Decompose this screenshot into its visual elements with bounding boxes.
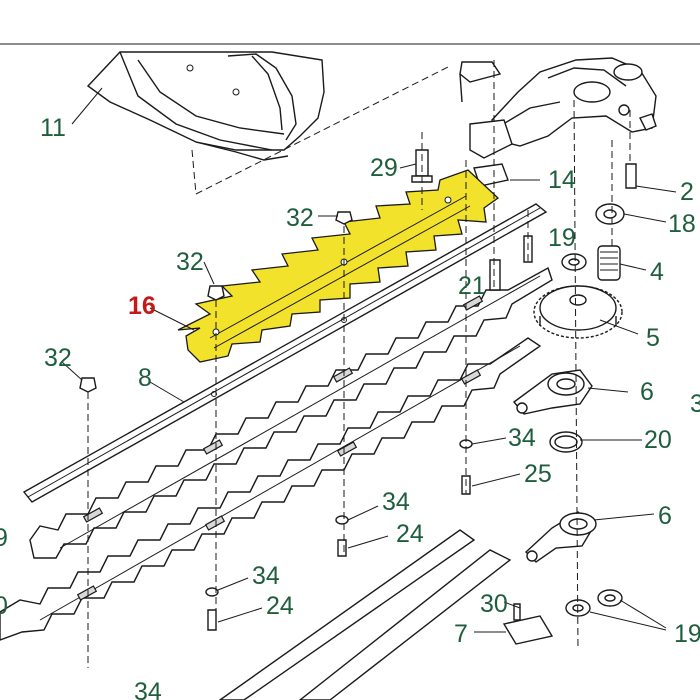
callout-25: 25 — [524, 460, 552, 488]
callout-24-b: 24 — [266, 592, 294, 620]
washer-ring — [549, 431, 583, 453]
handle-guard-housing — [86, 51, 325, 161]
pinion-gear — [597, 245, 621, 281]
callout-8: 8 — [138, 364, 152, 392]
callout-3: 3 — [690, 390, 700, 418]
alignment-lines — [87, 60, 631, 668]
callout-4: 4 — [650, 258, 664, 286]
callout-11: 11 — [40, 114, 66, 142]
callout-19-a: 19 — [548, 224, 576, 252]
callout-24-a: 24 — [396, 520, 424, 548]
callout-19-b: 19 — [674, 620, 700, 648]
callout-32-c: 32 — [44, 344, 72, 372]
callout-32-b: 32 — [176, 248, 204, 276]
callout-9: 9 — [0, 524, 8, 552]
callout-6-a: 6 — [640, 378, 654, 406]
callout-10: 0 — [0, 592, 8, 620]
callout-6-b: 6 — [658, 502, 672, 530]
crank-arm-upper — [512, 369, 593, 415]
bearing-upper — [595, 203, 625, 225]
callout-2: 2 — [680, 178, 694, 206]
callout-30: 30 — [480, 590, 508, 618]
bearing-small — [561, 253, 587, 271]
grease-plate — [502, 615, 554, 645]
fasteners — [79, 149, 637, 631]
callout-34-c: 34 — [252, 562, 280, 590]
callout-29: 29 — [370, 154, 398, 182]
middle-blade — [29, 266, 553, 559]
callout-5: 5 — [646, 324, 660, 352]
callout-14: 14 — [548, 166, 576, 194]
callout-7: 7 — [454, 620, 468, 648]
leader-lines — [61, 87, 677, 633]
callout-32-a: 32 — [286, 204, 314, 232]
callout-18: 18 — [668, 210, 696, 238]
lower-blade — [0, 337, 542, 641]
callout-21: 21 — [458, 272, 486, 300]
callout-34-d: 34 — [134, 678, 162, 700]
drive-gear — [533, 285, 623, 339]
bearings-lower — [565, 589, 623, 617]
callout-16-highlighted: 16 — [128, 292, 156, 320]
callout-34-b: 34 — [382, 488, 410, 516]
rear-guard-plate — [218, 529, 512, 700]
crank-arm-lower — [524, 511, 597, 563]
callout-34-a: 34 — [508, 424, 536, 452]
callout-labels: 11 29 14 2 18 32 19 4 32 21 16 5 32 8 6 … — [0, 114, 700, 700]
blade-guide-bar — [22, 203, 548, 503]
callout-20: 20 — [644, 426, 672, 454]
